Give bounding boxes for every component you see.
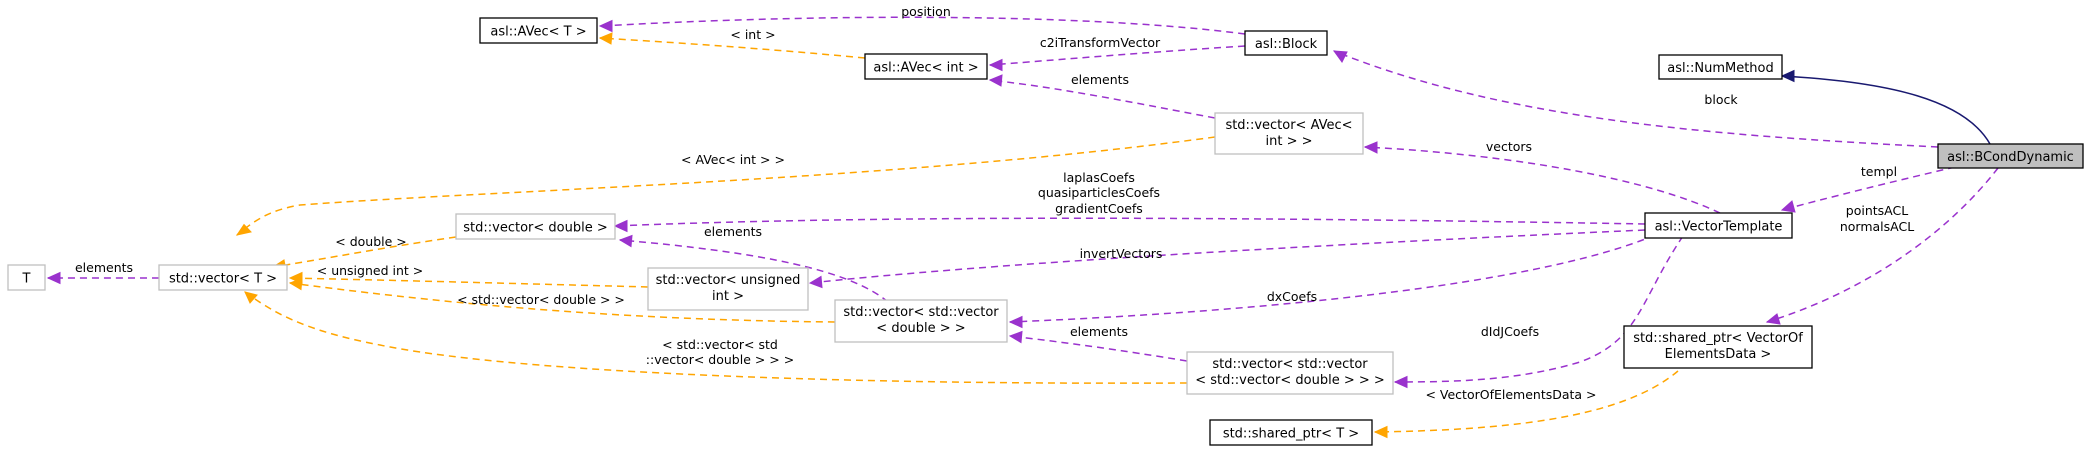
node-label-num-method: asl::NumMethod: [1667, 61, 1774, 76]
edge-block-to-bcond-dynamic: block: [1332, 50, 1939, 148]
edge-vector-unsigned-to-vector-template: invertVectors: [808, 229, 1646, 289]
node-block[interactable]: asl::Block: [1244, 30, 1328, 56]
node-label-shared-ptr-voed-line1: std::shared_ptr< VectorOf: [1633, 331, 1803, 346]
node-avec-t[interactable]: asl::AVec< T >: [479, 17, 598, 44]
edge-label-didj-coefs: dIdJCoefs: [1481, 324, 1539, 339]
edge-label-points-acl: pointsACL: [1846, 203, 1908, 218]
node-vector-vector-double[interactable]: std::vector< std::vector < double > >: [834, 299, 1008, 343]
node-label-bcond-dynamic: asl::BCondDynamic: [1947, 150, 2074, 165]
node-label-vector-vector-double-line1: std::vector< std::vector: [843, 305, 999, 320]
edge-label-gradient-coefs: gradientCoefs: [1055, 201, 1143, 216]
edge-label-std-vector-double: < std::vector< double > >: [457, 292, 625, 307]
edge-label-std-vector-std: < std::vector< std: [662, 337, 778, 352]
node-label-vector-template: asl::VectorTemplate: [1655, 220, 1783, 235]
edge-label-laplas-coefs: laplasCoefs: [1063, 170, 1135, 185]
node-vector-t[interactable]: std::vector< T >: [158, 264, 288, 291]
node-label-vector-avec-int-line2: int > >: [1266, 134, 1313, 149]
edge-label-c2i-transform-vector: c2iTransformVector: [1040, 35, 1161, 50]
edge-vector-double-to-vv-double: elements: [618, 224, 889, 303]
edge-label-elements-vv: elements: [1070, 324, 1128, 339]
edge-num-method-to-bcond-dynamic: [1780, 69, 1991, 145]
node-label-vector-double: std::vector< double >: [463, 221, 607, 236]
node-vector-vector-vector-double[interactable]: std::vector< std::vector < std::vector< …: [1186, 351, 1394, 395]
edge-label-dx-coefs: dxCoefs: [1267, 289, 1317, 304]
node-label-t: T: [22, 272, 31, 287]
edge-vector-t-to-vector-avec: < AVec< int > >: [235, 136, 1216, 236]
edge-label-unsigned-int: < unsigned int >: [317, 263, 423, 278]
edge-vv-double-to-vvv-double: elements: [1008, 324, 1188, 362]
edge-label-avec-int: < AVec< int > >: [681, 152, 785, 167]
node-label-shared-ptr-t: std::shared_ptr< T >: [1223, 427, 1359, 442]
edge-avec-int-to-vector-avec: elements: [988, 72, 1216, 119]
edge-vector-avec-to-vector-template: vectors: [1363, 139, 1721, 214]
edge-label-vector-of-elements-data: < VectorOfElementsData >: [1425, 387, 1596, 402]
edge-vector-template-to-bcond-dynamic: templ: [1780, 164, 1956, 213]
edge-label-quasiparticles-coefs: quasiparticlesCoefs: [1038, 185, 1160, 200]
node-num-method[interactable]: asl::NumMethod: [1658, 54, 1783, 80]
node-shared-ptr-vector-of-elements-data[interactable]: std::shared_ptr< VectorOf ElementsData >: [1623, 325, 1813, 369]
edge-vector-t-to-vector-double: < double >: [271, 234, 457, 272]
edge-label-normals-acl: normalsACL: [1840, 219, 1914, 234]
edge-label-elements-avec: elements: [1071, 72, 1129, 87]
node-label-avec-int: asl::AVec< int >: [873, 61, 978, 76]
node-label-vector-vector-double-line2: < double > >: [876, 321, 965, 336]
edge-vector-vector-double-to-vector-template: dxCoefs: [1008, 234, 1656, 329]
edge-avec-t-to-block: position: [598, 4, 1246, 35]
node-label-vector-unsigned-line2: int >: [712, 289, 744, 304]
edge-vector-double-to-vector-template: laplasCoefs quasiparticlesCoefs gradient…: [613, 170, 1646, 233]
node-label-vector-t: std::vector< T >: [169, 272, 277, 287]
edge-vector-t-to-vvv-double: < std::vector< std ::vector< double > > …: [244, 291, 1188, 384]
node-label-vector-avec-int-line1: std::vector< AVec<: [1225, 118, 1352, 133]
node-vector-double[interactable]: std::vector< double >: [455, 213, 616, 240]
edge-vector-t-to-vector-unsigned: < unsigned int >: [288, 263, 649, 288]
node-label-block: asl::Block: [1255, 37, 1318, 52]
node-label-vector-unsigned-line1: std::vector< unsigned: [656, 273, 801, 288]
node-avec-int[interactable]: asl::AVec< int >: [864, 53, 988, 80]
node-vector-avec-int[interactable]: std::vector< AVec< int > >: [1214, 112, 1364, 155]
node-vector-unsigned-int[interactable]: std::vector< unsigned int >: [647, 267, 809, 311]
node-label-vvv-double-line2: < std::vector< double > > >: [1195, 373, 1385, 388]
edge-avec-int-to-block: c2iTransformVector: [988, 35, 1246, 72]
node-label-shared-ptr-voed-line2: ElementsData >: [1665, 347, 1772, 362]
edge-t-to-vector-t: elements: [46, 260, 159, 285]
edge-shared-ptr-t-to-shared-voed: < VectorOfElementsData >: [1373, 370, 1679, 439]
node-label-vvv-double-line1: std::vector< std::vector: [1212, 357, 1368, 372]
edge-label-templ: templ: [1861, 164, 1897, 179]
edge-label-invert-vectors: invertVectors: [1080, 246, 1163, 261]
edge-shared-ptr-to-bcond-dynamic: pointsACL normalsACL: [1765, 167, 1999, 325]
edge-label-int: < int >: [730, 27, 775, 42]
node-shared-ptr-t[interactable]: std::shared_ptr< T >: [1209, 419, 1373, 446]
edge-label-position: position: [901, 4, 951, 19]
node-label-avec-t: asl::AVec< T >: [490, 25, 586, 40]
edge-avec-t-to-avec-int: < int >: [598, 27, 866, 59]
edge-vvv-double-to-vector-template: dIdJCoefs: [1393, 235, 1684, 389]
edge-label-elements-double: elements: [704, 224, 762, 239]
edge-label-block: block: [1704, 92, 1738, 107]
node-t[interactable]: T: [7, 264, 46, 291]
edge-vector-t-to-vector-vector-double: < std::vector< double > >: [288, 277, 836, 323]
edge-label-vectors: vectors: [1486, 139, 1532, 154]
node-bcond-dynamic[interactable]: asl::BCondDynamic: [1937, 143, 2084, 169]
edge-label-double: < double >: [335, 234, 407, 249]
edge-label-elements-t: elements: [75, 260, 133, 275]
node-vector-template[interactable]: asl::VectorTemplate: [1644, 212, 1793, 239]
edge-label-vector-double-nested: ::vector< double > > >: [646, 352, 794, 367]
